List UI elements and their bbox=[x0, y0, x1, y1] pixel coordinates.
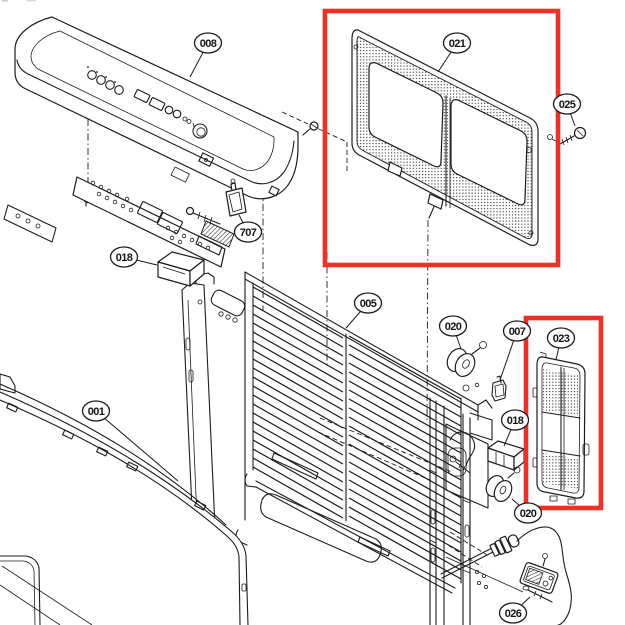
svg-text:020: 020 bbox=[520, 508, 537, 520]
control-pcb bbox=[72, 176, 235, 268]
highlight-box-021 bbox=[322, 8, 561, 268]
screw-part-025 bbox=[547, 126, 587, 146]
svg-text:023: 023 bbox=[553, 333, 570, 345]
control-panel-part-008 bbox=[14, 16, 299, 200]
small-plate bbox=[3, 204, 57, 243]
svg-text:005: 005 bbox=[360, 298, 377, 310]
svg-text:026: 026 bbox=[505, 608, 522, 620]
highlight-box-023 bbox=[523, 315, 604, 511]
callout-018: 018 bbox=[500, 409, 530, 447]
switch-part-707 bbox=[225, 178, 247, 217]
terminal-block-part-026 bbox=[445, 553, 559, 603]
control-panel-assembly bbox=[3, 16, 319, 287]
svg-text:018: 018 bbox=[507, 415, 524, 427]
callout-005: 005 bbox=[345, 292, 383, 329]
louver-slats bbox=[252, 286, 462, 580]
callout-707: 707 bbox=[233, 214, 263, 243]
svg-text:025: 025 bbox=[559, 99, 576, 111]
power-cord bbox=[440, 526, 572, 625]
callouts-layer: 008 021 025 707 018 005 020 007 023 001 018 020 026 bbox=[81, 32, 582, 624]
highlight-boxes-layer bbox=[322, 8, 604, 511]
front-panel-part-001 bbox=[0, 373, 249, 625]
callout-018: 018 bbox=[109, 246, 158, 268]
callout-020: 020 bbox=[438, 315, 468, 350]
callout-026: 026 bbox=[498, 596, 531, 624]
clip-part-007 bbox=[491, 375, 507, 402]
svg-text:020: 020 bbox=[445, 321, 462, 333]
filter-part-023 bbox=[532, 351, 590, 505]
callout-025: 025 bbox=[552, 93, 582, 127]
callout-023: 023 bbox=[546, 327, 576, 361]
svg-text:018: 018 bbox=[116, 252, 133, 264]
svg-text:021: 021 bbox=[449, 38, 466, 50]
callout-020: 020 bbox=[511, 498, 543, 524]
svg-text:007: 007 bbox=[509, 326, 526, 338]
grommet-part-020-bottom bbox=[485, 466, 521, 503]
svg-text:008: 008 bbox=[200, 38, 217, 50]
callout-001: 001 bbox=[81, 400, 179, 482]
callout-007: 007 bbox=[499, 320, 532, 381]
callout-008: 008 bbox=[189, 32, 223, 78]
rear-grille-panel-assembly bbox=[181, 271, 493, 625]
svg-text:707: 707 bbox=[240, 227, 257, 239]
right-side-parts bbox=[440, 341, 572, 625]
grommet-part-020-top bbox=[446, 341, 487, 378]
crop-artifact bbox=[2, 0, 36, 2]
relay-part-018-left bbox=[157, 251, 205, 287]
right-channel bbox=[429, 397, 493, 625]
callout-021: 021 bbox=[437, 32, 472, 73]
svg-text:001: 001 bbox=[88, 406, 105, 418]
relay-part-018-right bbox=[487, 440, 525, 471]
filter-frame-part-021 bbox=[351, 29, 539, 246]
